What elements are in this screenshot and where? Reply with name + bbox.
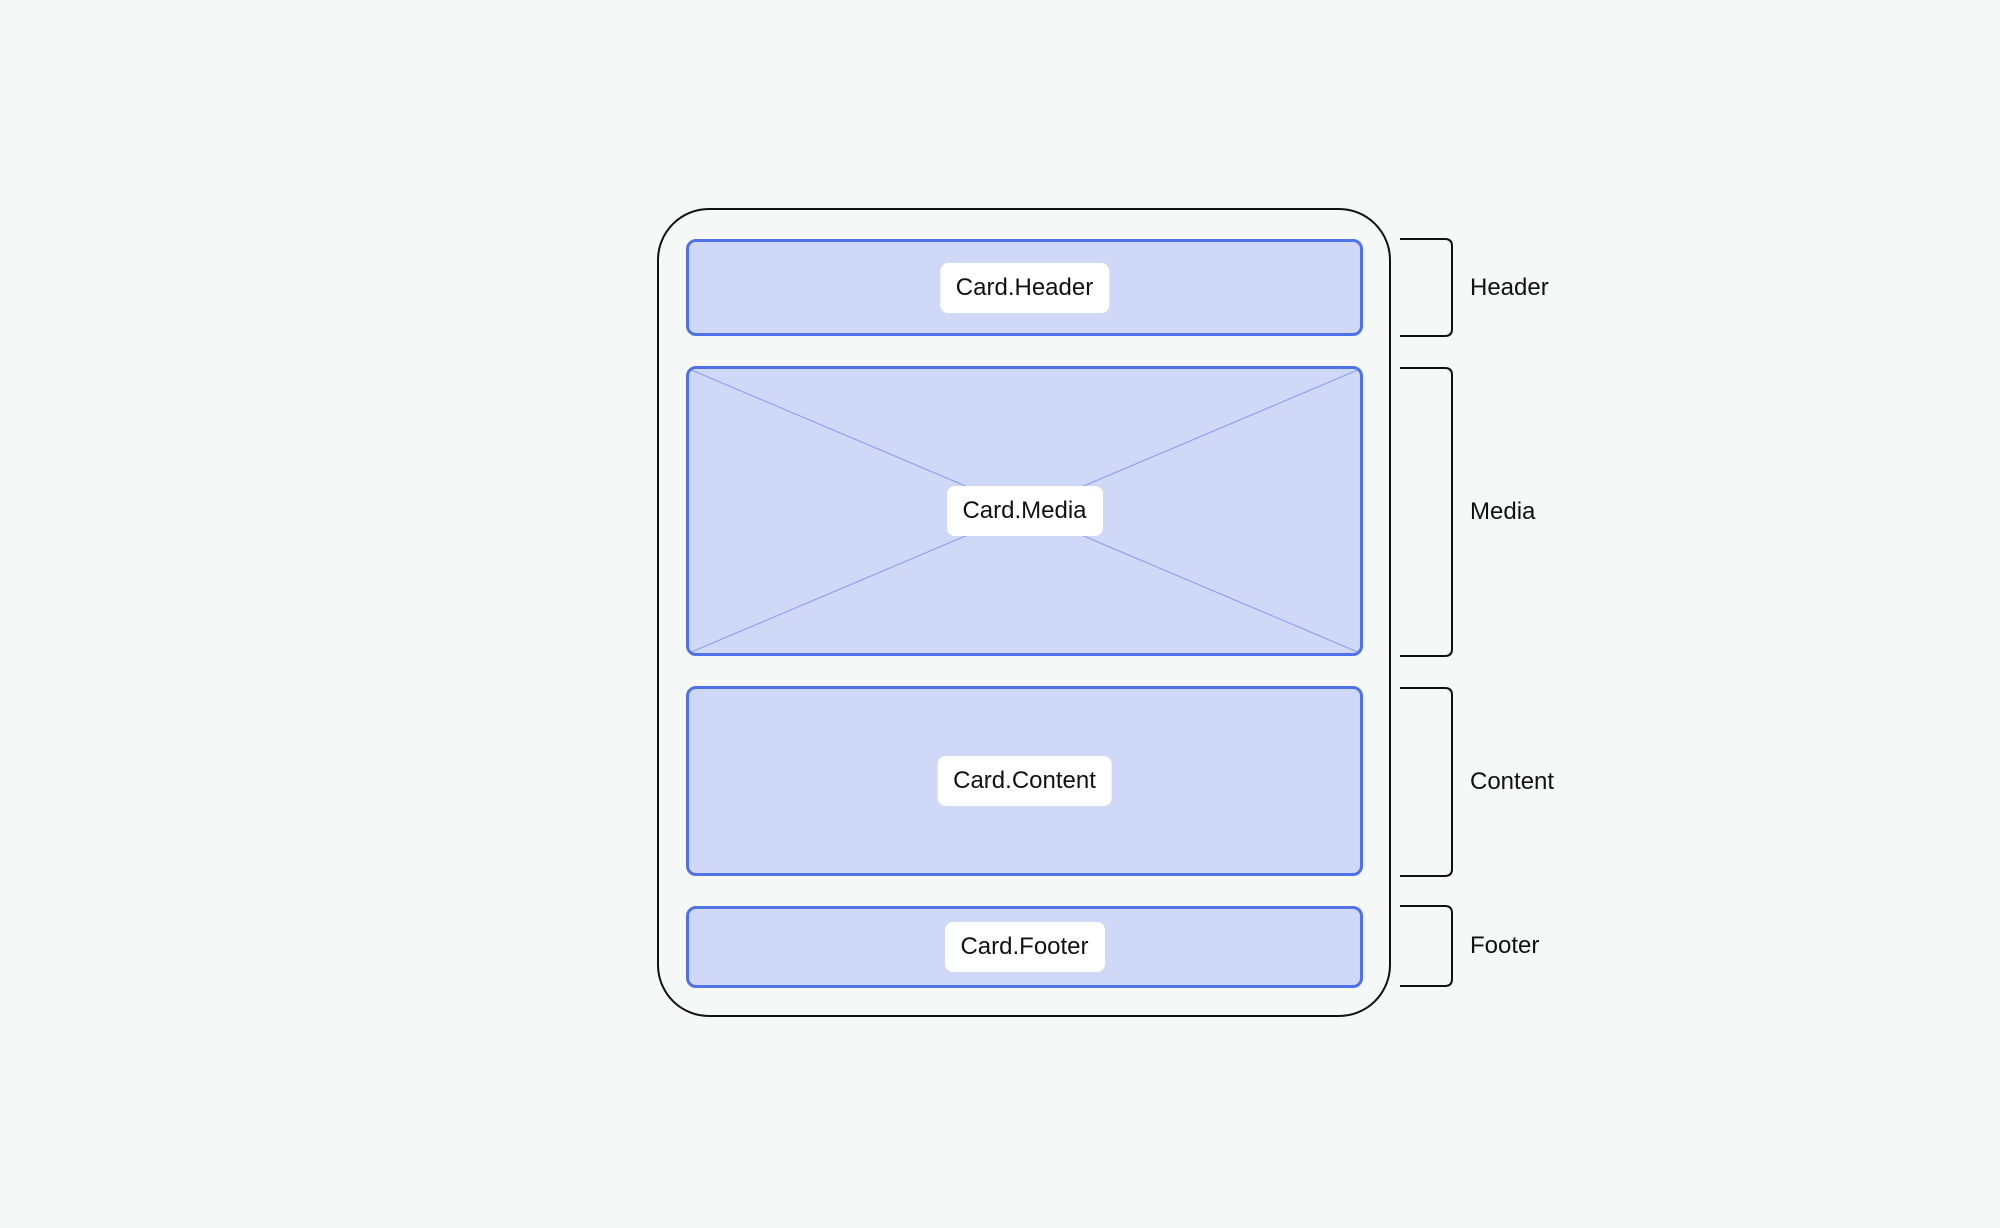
card-content-slot: Card.Content	[686, 686, 1363, 876]
card-header-label: Card.Header	[939, 262, 1110, 313]
card-footer-label: Card.Footer	[944, 922, 1105, 972]
content-section-label: Content	[1470, 768, 1555, 795]
card-outline	[657, 208, 1391, 1017]
content-bracket	[1400, 687, 1453, 877]
header-section-label: Header	[1470, 274, 1549, 301]
header-bracket	[1400, 238, 1453, 337]
footer-bracket	[1400, 905, 1453, 987]
card-media-slot: Card.Media	[686, 366, 1363, 656]
card-header-slot: Card.Header	[686, 239, 1363, 336]
media-bracket	[1400, 367, 1453, 657]
card-content-label: Card.Content	[937, 756, 1112, 806]
card-footer-slot: Card.Footer	[686, 906, 1363, 988]
media-section-label: Media	[1470, 498, 1536, 525]
footer-section-label: Footer	[1470, 932, 1540, 959]
card-media-label: Card.Media	[946, 486, 1103, 536]
